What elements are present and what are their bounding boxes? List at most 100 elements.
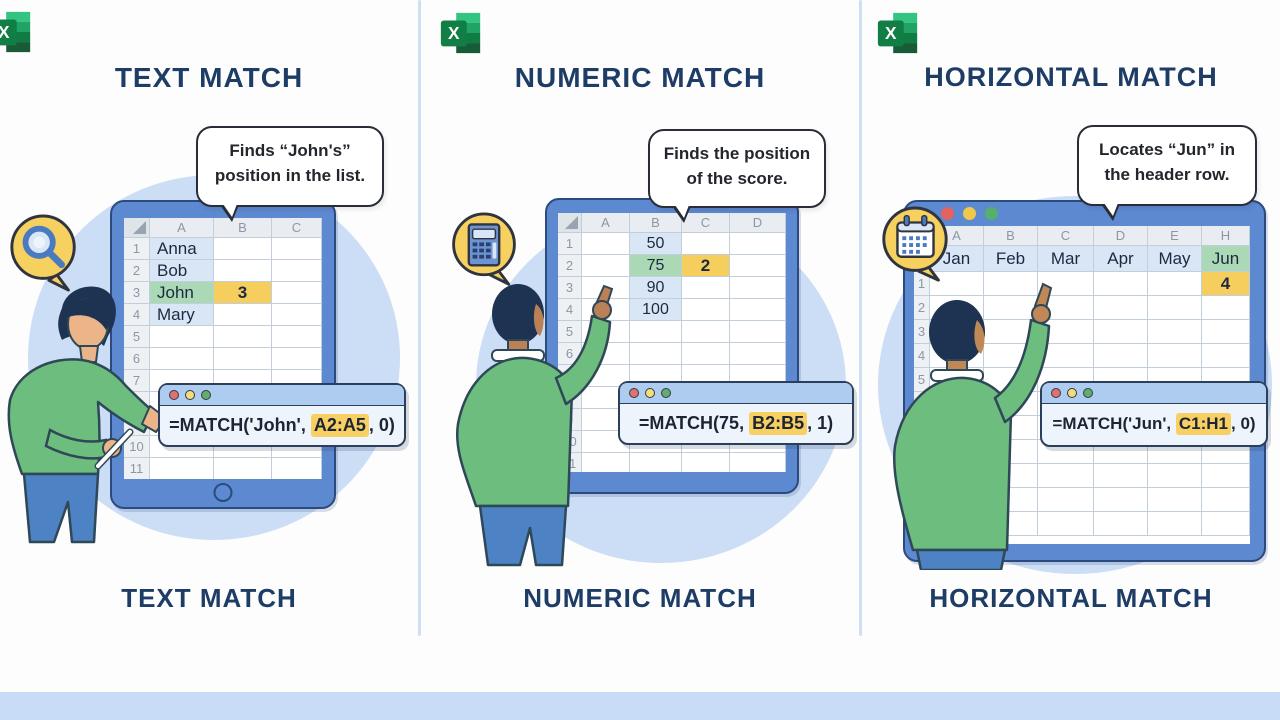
row-header: 6: [124, 348, 150, 370]
spreadsheet-cell: [1148, 320, 1202, 344]
person-illustration: [456, 284, 614, 567]
speech-bubble: Finds the position of the score.: [648, 129, 826, 223]
panel-text-match: X TEXT MATCH ABC1Anna2Bob3John34Mary5678…: [0, 0, 418, 692]
traffic-light-green-icon: [201, 390, 211, 400]
select-all-corner: [124, 218, 150, 238]
spreadsheet-cell: [272, 238, 322, 260]
person-illustration: [7, 286, 167, 544]
spreadsheet-cell: [1094, 320, 1148, 344]
spreadsheet-cell: [272, 326, 322, 348]
row-header: 2: [124, 260, 150, 282]
spreadsheet-cell: 2: [682, 255, 730, 277]
spreadsheet-cell: [730, 321, 786, 343]
speech-bubble: Locates “Jun” in the header row.: [1077, 125, 1257, 221]
spreadsheet-screen: ABCD15027523904100567891011: [558, 213, 786, 472]
svg-text:X: X: [0, 22, 10, 42]
traffic-light-green-icon: [1083, 388, 1093, 398]
speech-bubble: Finds “John's” position in the list.: [196, 126, 384, 222]
formula-text: =MATCH('John', A2:A5, 0): [169, 413, 395, 437]
spreadsheet-cell: [984, 464, 1038, 488]
spreadsheet-cell: [1038, 320, 1094, 344]
traffic-light-yellow-icon: [963, 207, 976, 220]
month-cell: Apr: [1094, 246, 1148, 272]
panel-numeric-match: X NUMERIC MATCH ABCD15027523904100567891…: [421, 0, 859, 692]
formula-range-highlight: A2:A5: [310, 413, 369, 437]
spreadsheet-cell: [630, 453, 682, 472]
speech-bubble-line: of the score.: [686, 168, 788, 188]
spreadsheet-cell: Anna: [150, 238, 214, 260]
spreadsheet-cell: [272, 436, 322, 458]
speech-bubble-line: position in the list.: [214, 165, 366, 185]
spreadsheet-cell: [1038, 488, 1094, 512]
column-header: B: [214, 218, 272, 238]
spreadsheet-cell: [730, 233, 786, 255]
traffic-light-red-icon: [1051, 388, 1061, 398]
month-cell: Feb: [984, 246, 1038, 272]
spreadsheet-cell: [214, 348, 272, 370]
spreadsheet-cell: [1148, 488, 1202, 512]
spreadsheet-cell: [214, 260, 272, 282]
spreadsheet-cell: [1038, 440, 1094, 464]
spreadsheet-cell: [730, 255, 786, 277]
formula-window-titlebar: [1042, 383, 1266, 404]
spreadsheet-cell: [150, 326, 214, 348]
spreadsheet-cell: [582, 365, 630, 387]
spreadsheet-cell: [582, 255, 630, 277]
panel-footer-title: HORIZONTAL MATCH: [929, 583, 1213, 613]
spreadsheet-cell: [1094, 296, 1148, 320]
row-header: 3: [558, 277, 582, 299]
row-header: 1: [558, 233, 582, 255]
spreadsheet-cell: 50: [630, 233, 682, 255]
spreadsheet-cell: [984, 512, 1038, 536]
panel-title: NUMERIC MATCH: [514, 62, 766, 93]
spreadsheet-cell: [730, 299, 786, 321]
formula-window: =MATCH('John', A2:A5, 0): [158, 383, 406, 447]
panel-footer-title: TEXT MATCH: [121, 583, 297, 613]
row-header: 11: [124, 458, 150, 479]
column-header: D: [1094, 226, 1148, 246]
spreadsheet-cell: [682, 453, 730, 472]
excel-logo-icon: X: [0, 9, 34, 55]
spreadsheet-cell: [214, 326, 272, 348]
bottom-bar: [0, 692, 1280, 720]
svg-text:X: X: [885, 23, 897, 43]
spreadsheet-cell: [1202, 320, 1250, 344]
excel-logo-icon: X: [875, 10, 921, 56]
formula-range-highlight: C1:H1: [1175, 413, 1232, 436]
speech-bubble-line: the header row.: [1104, 164, 1230, 184]
select-all-corner: [558, 213, 582, 233]
spreadsheet-cell: [214, 304, 272, 326]
spreadsheet-cell: [730, 343, 786, 365]
spreadsheet-cell: [1202, 488, 1250, 512]
spreadsheet-cell: [1148, 296, 1202, 320]
spreadsheet-cell: [730, 277, 786, 299]
spreadsheet-cell: [272, 348, 322, 370]
column-header: C: [682, 213, 730, 233]
column-header: C: [1038, 226, 1094, 246]
spreadsheet-cell: 4: [1202, 272, 1250, 296]
spreadsheet-cell: [214, 436, 272, 458]
panel-title: HORIZONTAL MATCH: [924, 62, 1218, 92]
spreadsheet-cell: [930, 272, 984, 296]
row-header: 1: [914, 272, 930, 296]
spreadsheet-cell: [682, 277, 730, 299]
spreadsheet-cell: [1148, 512, 1202, 536]
panel-title: TEXT MATCH: [114, 62, 304, 93]
spreadsheet-grid: ABCD15027523904100567891011: [558, 213, 786, 472]
speech-bubble-line: Finds “John's”: [229, 141, 351, 160]
spreadsheet-cell: [682, 233, 730, 255]
row-header: 4: [914, 344, 930, 368]
spreadsheet-cell: [1202, 296, 1250, 320]
spreadsheet-cell: [682, 321, 730, 343]
traffic-light-yellow-icon: [645, 388, 655, 398]
formula-window: =MATCH(75, B2:B5, 1): [618, 381, 854, 445]
spreadsheet-cell: [1202, 440, 1250, 464]
row-header: 10: [124, 436, 150, 458]
traffic-light-red-icon: [629, 388, 639, 398]
spreadsheet-cell: [1094, 440, 1148, 464]
spreadsheet-cell: [1094, 464, 1148, 488]
panel-footer-title: NUMERIC MATCH: [523, 583, 757, 613]
row-header: 3: [124, 282, 150, 304]
calendar-icon: [876, 204, 954, 288]
